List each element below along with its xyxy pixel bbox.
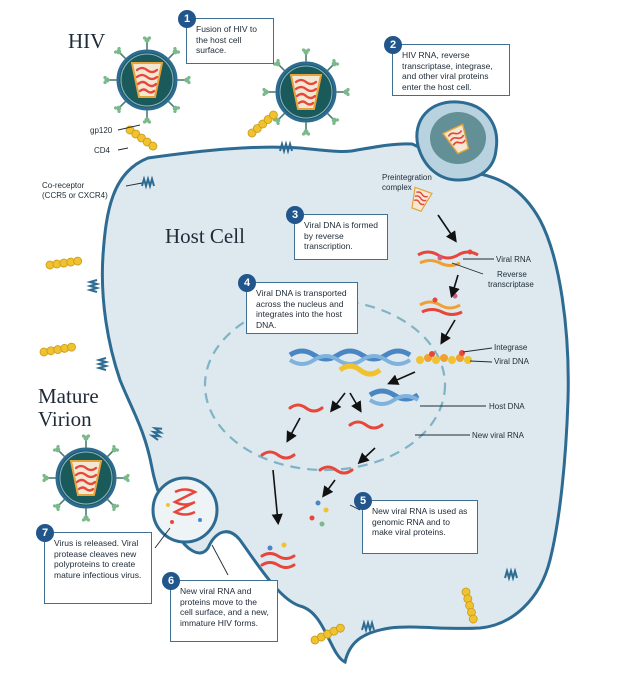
- label-reverse-transcriptase-1: Reverse: [497, 270, 527, 279]
- new-viral-rna: [260, 403, 384, 569]
- step-6-badge: 6: [162, 572, 180, 590]
- step-5-text: New viral RNA is used as genomic RNA and…: [372, 506, 468, 537]
- label-cd4: CD4: [94, 146, 111, 155]
- step-7-badge: 7: [36, 524, 54, 542]
- step-4-box: Viral DNA is transported across the nucl…: [246, 282, 358, 334]
- virion-attaching-1: [103, 36, 190, 123]
- label-gp120: gp120: [90, 126, 113, 135]
- label-viral-dna: Viral DNA: [494, 357, 529, 366]
- budding-vesicle: [151, 476, 219, 544]
- hiv-title: HIV: [68, 29, 106, 53]
- step-3-text: Viral DNA is formed by reverse transcrip…: [304, 220, 379, 251]
- mature-virion-title-line2: Virion: [38, 407, 92, 431]
- label-preintegration-2: complex: [382, 183, 412, 192]
- step-6-text: New viral RNA and proteins move to the c…: [180, 586, 269, 628]
- label-preintegration-1: Preintegration: [382, 173, 432, 182]
- mature-virion: [42, 434, 129, 521]
- step-6-box: New viral RNA and proteins move to the c…: [170, 580, 278, 642]
- step-4-text: Viral DNA is transported across the nucl…: [256, 288, 347, 330]
- step-3-badge: 3: [286, 206, 304, 224]
- cd4-receptor: [245, 108, 280, 140]
- cd4-receptor: [45, 256, 83, 270]
- label-viral-rna: Viral RNA: [496, 255, 531, 264]
- step-2-box: HIV RNA, reverse transcriptase, integras…: [392, 44, 510, 96]
- virion-attaching-2: [262, 48, 349, 135]
- cd4-receptor: [38, 342, 77, 358]
- step-2-text: HIV RNA, reverse transcriptase, integras…: [402, 50, 493, 92]
- label-reverse-transcriptase-2: transcriptase: [488, 280, 534, 289]
- label-coreceptor-1: Co-receptor: [42, 181, 85, 190]
- step-1-text: Fusion of HIV to the host cell surface.: [196, 24, 257, 55]
- host-dna-helix: [288, 348, 420, 406]
- label-integrase: Integrase: [494, 343, 528, 352]
- mature-virion-title-line1: Mature: [38, 384, 99, 408]
- step-2-badge: 2: [384, 36, 402, 54]
- step-7-box: Virus is released. Viral protease cleave…: [44, 532, 152, 604]
- step-5-box: New viral RNA is used as genomic RNA and…: [362, 500, 478, 554]
- step-3-box: Viral DNA is formed by reverse transcrip…: [294, 214, 388, 260]
- host-cell-title: Host Cell: [165, 224, 245, 248]
- label-new-viral-rna: New viral RNA: [472, 431, 525, 440]
- nucleus-boundary: [203, 298, 447, 472]
- step-1-box: Fusion of HIV to the host cell surface.: [186, 18, 274, 64]
- cd4-receptor: [124, 124, 159, 153]
- step-1-badge: 1: [178, 10, 196, 28]
- label-host-dna: Host DNA: [489, 402, 525, 411]
- step-5-badge: 5: [354, 492, 372, 510]
- label-coreceptor-2: (CCR5 or CXCR4): [42, 191, 108, 200]
- step-7-text: Virus is released. Viral protease cleave…: [54, 538, 142, 580]
- step-4-badge: 4: [238, 274, 256, 292]
